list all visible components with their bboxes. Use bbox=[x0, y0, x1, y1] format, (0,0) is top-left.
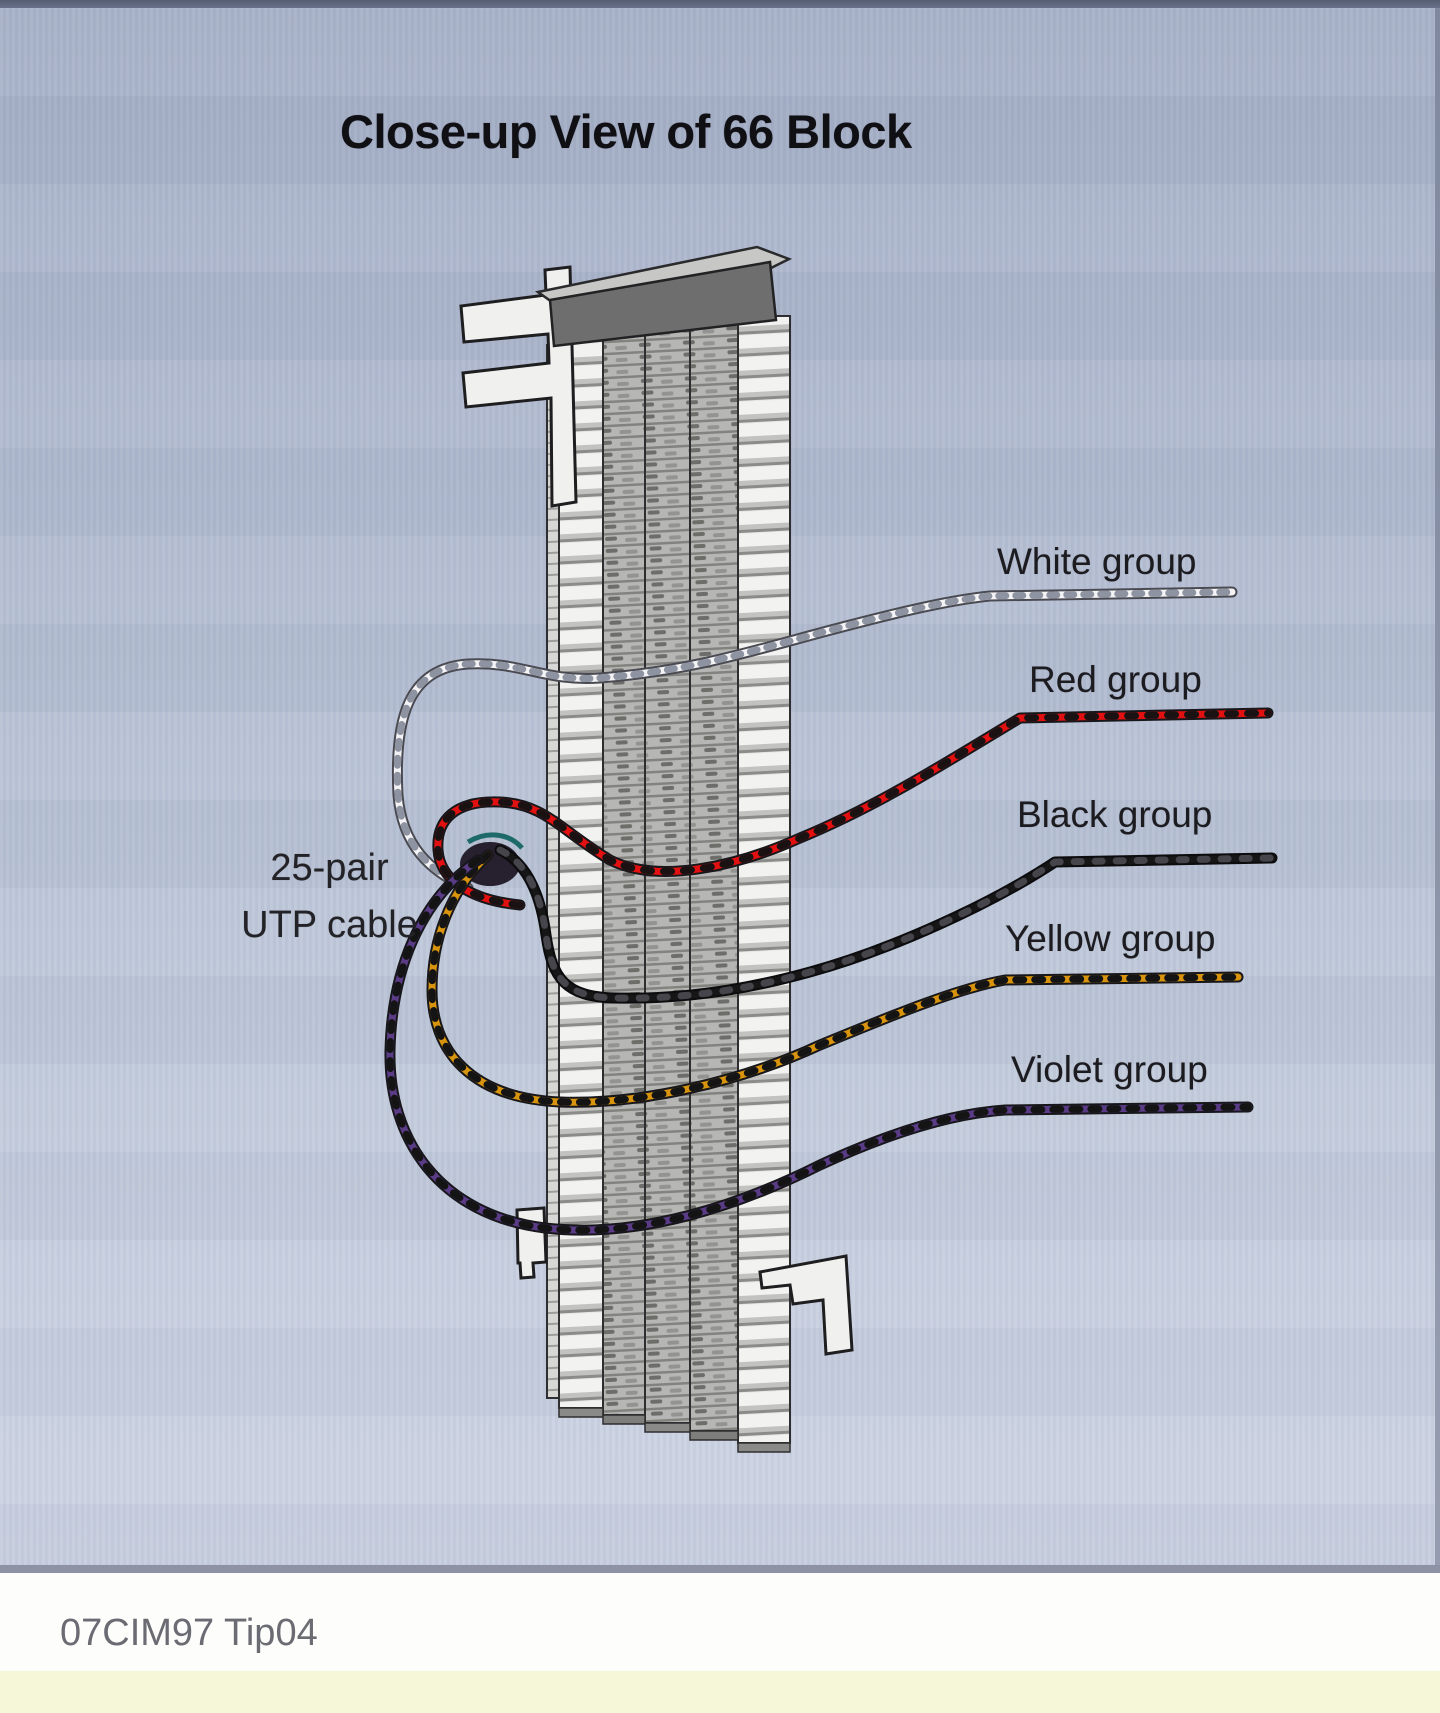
cable-label: 25-pair UTP cable bbox=[222, 840, 437, 954]
mounting-bracket-bottom-right bbox=[758, 1254, 854, 1356]
block-bottom-fringe bbox=[737, 1442, 791, 1453]
clip-column bbox=[689, 320, 739, 1432]
block-bottom-fringe bbox=[558, 1407, 604, 1418]
block-top-cap bbox=[534, 245, 793, 348]
block-bottom-fringe bbox=[644, 1422, 691, 1433]
violet-group-wire bbox=[384, 854, 1254, 1236]
red-group-wire bbox=[432, 707, 1274, 911]
cable-label-line2: UTP cable bbox=[241, 904, 418, 946]
footer-strip bbox=[0, 1573, 1440, 1671]
block-bottom-fringe bbox=[602, 1414, 646, 1425]
clip-column bbox=[737, 315, 791, 1444]
footer-caption: 07CIM97 Tip04 bbox=[60, 1612, 318, 1654]
black-group-wire bbox=[494, 844, 1278, 1004]
wire-group-label-yellow: Yellow group bbox=[1005, 918, 1216, 959]
block-bottom-fringe bbox=[689, 1430, 739, 1441]
diagram-title: Close-up View of 66 Block bbox=[340, 105, 912, 158]
wire-group-label-white: White group bbox=[997, 541, 1197, 582]
wire-group-label-red: Red group bbox=[1029, 659, 1202, 700]
wire-group-label-violet: Violet group bbox=[1011, 1049, 1208, 1090]
wire-group-label-black: Black group bbox=[1017, 794, 1213, 835]
mounting-bracket-top-left bbox=[459, 265, 578, 508]
white-group-wire bbox=[391, 586, 1238, 894]
top-border-bar bbox=[0, 0, 1440, 8]
cream-strip bbox=[0, 1671, 1440, 1713]
yellow-group-wire bbox=[426, 849, 1244, 1108]
cable-label-line1: 25-pair bbox=[270, 847, 389, 889]
punchdown-columns bbox=[546, 315, 791, 1453]
panel-bottom-border bbox=[0, 1565, 1440, 1573]
